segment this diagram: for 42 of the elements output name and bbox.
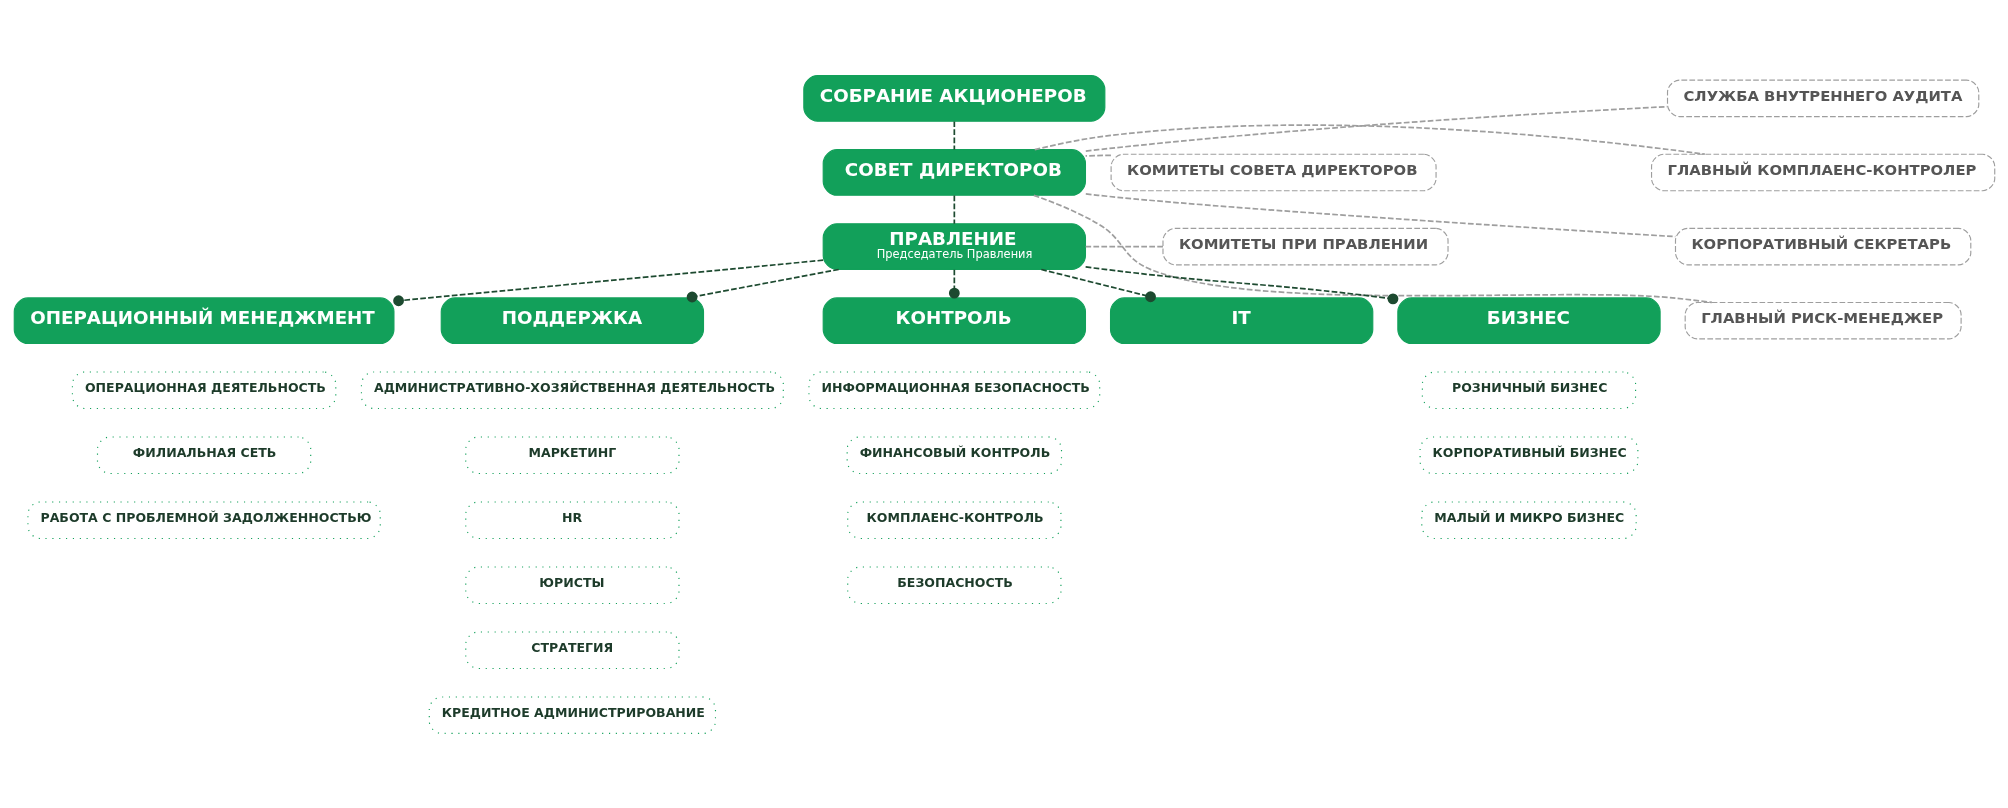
node-box: КОРПОРАТИВНЫЙ БИЗНЕС: [1419, 435, 1638, 474]
node-box: ИНФОРМАЦИОННАЯ БЕЗОПАСНОСТЬ: [807, 370, 1100, 409]
node-box: ГЛАВНЫЙ РИСК-МЕНЕДЖЕР: [1684, 301, 1962, 339]
connector: [948, 268, 960, 299]
connector: [1084, 154, 1112, 157]
node-box: ФИНАНСОВЫЙ КОНТРОЛЬ: [846, 435, 1062, 474]
connector: [686, 268, 840, 302]
node-box: МАЛЫЙ И МИКРО БИЗНЕС: [1420, 500, 1637, 539]
connector: [1033, 123, 1706, 155]
node-box: СТРАТЕГИЯ: [464, 630, 680, 669]
connector: [1039, 268, 1156, 302]
node-box: ФИЛИАЛЬНАЯ СЕТЬ: [96, 435, 311, 474]
node-box: ПОДДЕРЖКА: [440, 296, 704, 344]
node-box: КОМИТЕТЫ СОВЕТА ДИРЕКТОРОВ: [1110, 153, 1437, 191]
node-box: IT: [1109, 296, 1373, 344]
node-box: HR: [464, 500, 680, 539]
node-box: КОНТРОЛЬ: [822, 296, 1086, 344]
node-box: СОВЕТ ДИРЕКТОРОВ: [822, 148, 1086, 196]
node-box: ЮРИСТЫ: [464, 565, 680, 604]
connector: [1084, 265, 1398, 304]
node-box: СОБРАНИЕ АКЦИОНЕРОВ: [802, 74, 1105, 122]
connector: [952, 194, 955, 224]
node-box: КРЕДИТНОЕ АДМИНИСТРИРОВАНИЕ: [428, 695, 716, 734]
node-box: ОПЕРАЦИОННАЯ ДЕЯТЕЛЬНОСТЬ: [71, 370, 336, 409]
connector: [952, 120, 955, 150]
node-box: КОМПЛАЕНС-КОНТРОЛЬ: [846, 500, 1061, 539]
node-box: МАРКЕТИНГ: [464, 435, 680, 474]
node-box: КОМИТЕТЫ ПРИ ПРАВЛЕНИИ: [1161, 227, 1449, 265]
node-box: АДМИНИСТРАТИВНО-ХОЗЯЙСТВЕННАЯ ДЕЯТЕЛЬНОСТЬ: [360, 370, 784, 409]
connector: [1032, 194, 1713, 303]
connector: [1084, 192, 1676, 237]
node-box: БИЗНЕС: [1396, 296, 1661, 344]
node-box: РАБОТА С ПРОБЛЕМНОЙ ЗАДОЛЖЕННОСТЬЮ: [26, 500, 381, 539]
connector: [1084, 245, 1164, 247]
node-box: КОРПОРАТИВНЫЙ СЕКРЕТАРЬ: [1674, 227, 1971, 265]
node-box: БЕЗОПАСНОСТЬ: [846, 565, 1061, 604]
node-box: СЛУЖБА ВНУТРЕННЕГО АУДИТА: [1666, 79, 1979, 117]
node-box: ПРАВЛЕНИЕ Председатель Правления: [822, 222, 1086, 270]
connector: [392, 258, 824, 306]
node-box: ГЛАВНЫЙ КОМПЛАЕНС-КОНТРОЛЕР: [1650, 153, 1995, 191]
node-box: ОПЕРАЦИОННЫЙ МЕНЕДЖМЕНТ: [13, 296, 394, 344]
node-box: РОЗНИЧНЫЙ БИЗНЕС: [1421, 370, 1636, 409]
